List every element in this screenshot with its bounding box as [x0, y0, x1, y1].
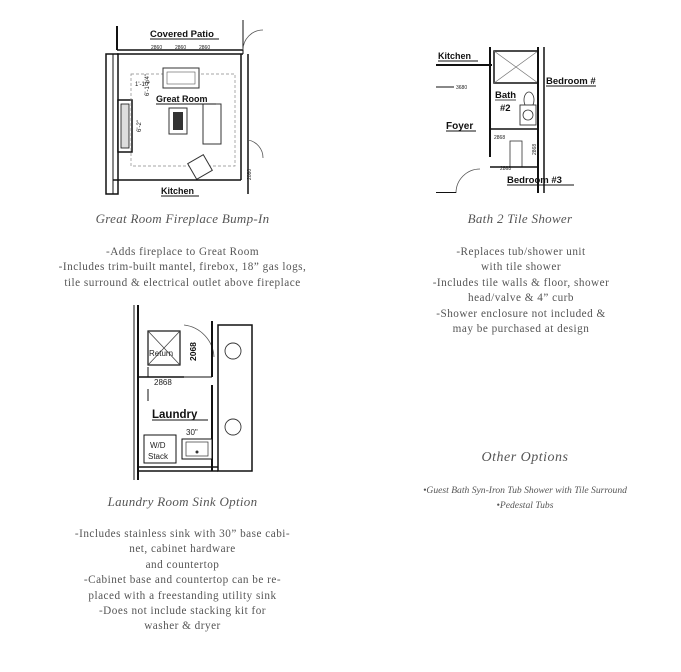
- description-line: net, cabinet hardware: [129, 543, 236, 556]
- dim-label: 6'-2": [137, 120, 143, 132]
- plan-label-kitchen: Kitchen: [438, 51, 471, 61]
- plan-label-foyer: Foyer: [446, 121, 473, 132]
- description-line: -Does not include stacking kit for: [98, 605, 267, 618]
- plan-label-sink-width: 30": [186, 428, 198, 437]
- dim-label: 2868: [532, 144, 538, 155]
- dim-label: 2860: [199, 45, 210, 51]
- plan-label-great-room: Great Room: [156, 94, 208, 104]
- description-line: washer & dryer: [144, 620, 221, 633]
- description-line: -Includes trim-built mantel, firebox, 18…: [58, 261, 307, 274]
- description-line: -Cabinet base and countertop can be re-: [83, 574, 282, 587]
- list-item: •Guest Bath Syn-Iron Tub Shower with Til…: [423, 485, 627, 496]
- great-room-caption: Great Room Fireplace Bump-In: [95, 211, 270, 226]
- description-line: -Includes stainless sink with 30” base c…: [74, 528, 291, 540]
- description-line: may be purchased at design: [452, 323, 590, 336]
- plan-label-bath-number: #2: [500, 103, 511, 114]
- bath-2-description: -Replaces tub/shower unit with tile show…: [384, 245, 658, 337]
- laundry-description: -Includes stainless sink with 30” base c…: [30, 527, 335, 635]
- description-line: and countertop: [145, 558, 220, 571]
- dim-label: 2868: [500, 166, 511, 172]
- dim-label: 3680: [456, 85, 467, 91]
- plan-label-covered-patio: Covered Patio: [150, 29, 214, 40]
- bath-2-floor-plan: Kitchen 3680 Bedroom #2 Bath #2 Foyer 28…: [434, 47, 596, 193]
- description-line: -Replaces tub/shower unit: [456, 246, 586, 258]
- dim-label: 6'-1 1/4": [145, 74, 151, 96]
- dim-label: 2868: [494, 135, 505, 141]
- plan-label-stack: Stack: [148, 452, 169, 461]
- plan-label-bath: Bath: [495, 90, 516, 101]
- plan-label-wd: W/D: [150, 441, 166, 450]
- laundry-caption: Laundry Room Sink Option: [107, 494, 258, 509]
- other-options-list: •Guest Bath Syn-Iron Tub Shower with Til…: [380, 483, 670, 513]
- great-room-description: -Adds fireplace to Great Room -Includes …: [30, 245, 335, 291]
- dim-label: 2860: [175, 45, 186, 51]
- plan-label-laundry: Laundry: [152, 409, 198, 421]
- plan-label-bedroom-3: Bedroom #3: [507, 175, 562, 186]
- description-line: with tile shower: [480, 261, 562, 274]
- bath-2-caption: Bath 2 Tile Shower: [467, 211, 573, 226]
- description-line: placed with a freestanding utility sink: [88, 589, 277, 602]
- description-line: -Includes tile walls & floor, shower: [432, 276, 610, 289]
- dim-label: 2080: [247, 169, 253, 180]
- other-options-title: Other Options: [481, 450, 569, 465]
- dim-label: 2860: [151, 45, 162, 51]
- dim-label: 2868: [154, 378, 172, 387]
- plan-label-bedroom-2: Bedroom #2: [546, 76, 596, 87]
- dim-label: 1'-10": [135, 82, 150, 88]
- description-line: tile surround & electrical outlet above …: [64, 276, 301, 289]
- list-item: •Pedestal Tubs: [496, 500, 554, 511]
- laundry-floor-plan: Return 2068 2868 Laundry 30" W/D Stack: [124, 305, 274, 480]
- plan-label-door: 2068: [188, 342, 198, 361]
- plan-label-kitchen: Kitchen: [161, 186, 194, 196]
- description-line: -Shower enclosure not included &: [436, 307, 606, 320]
- great-room-floor-plan: Covered Patio 2860 2860 2860 Great Room …: [103, 20, 268, 198]
- description-line: -Adds fireplace to Great Room: [105, 246, 260, 258]
- plan-label-return: Return: [149, 349, 173, 358]
- description-line: head/valve & 4” curb: [468, 292, 574, 305]
